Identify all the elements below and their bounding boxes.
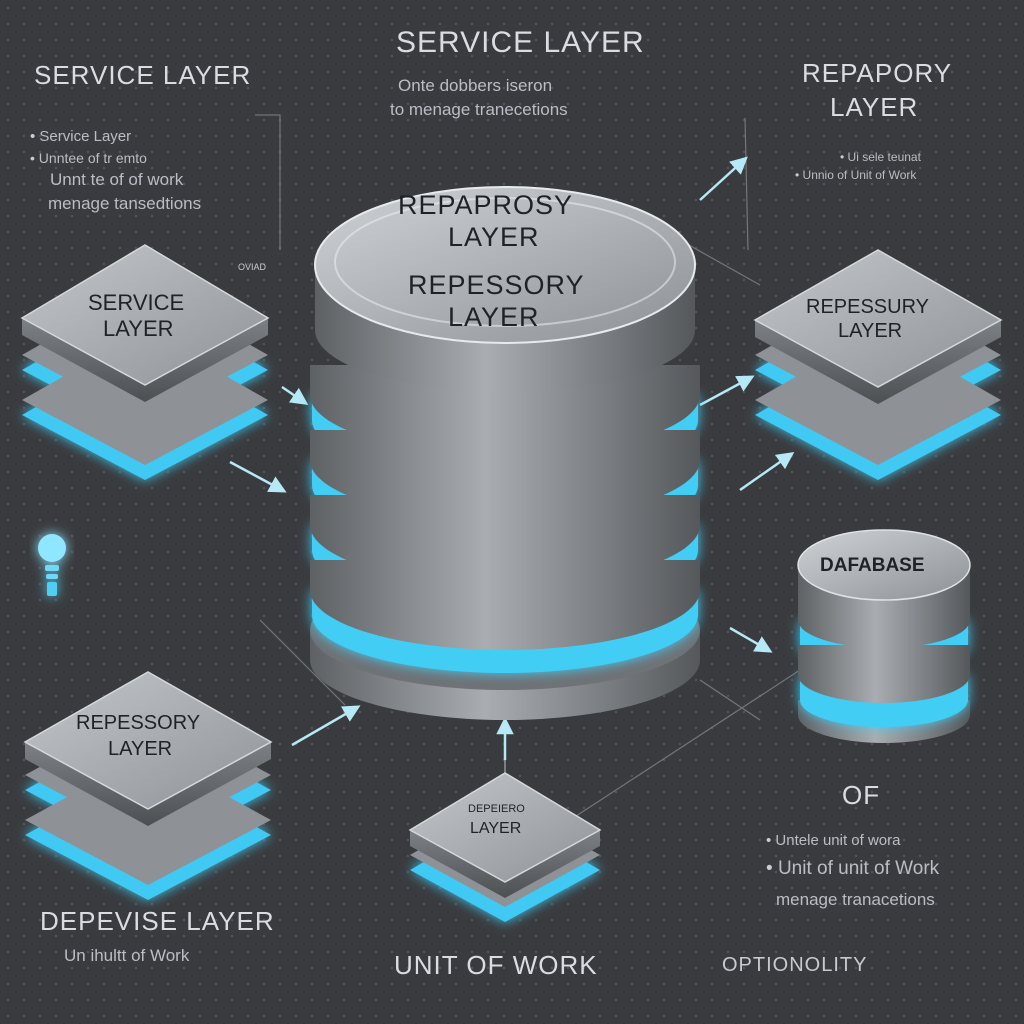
bottom-center-stack [408,772,602,922]
arrow-icon [699,156,748,201]
arrow-icon [291,705,361,747]
bottom-left-sub: Un ihultt of Work [64,946,190,965]
central-label-2: LAYER [448,222,540,252]
arrow-icon [281,385,309,405]
top-left-bullet-2: Unntee of tr emto [30,150,147,166]
central-cylinder [310,186,700,720]
arrows [229,156,795,760]
bottom-center-label-2: LAYER [470,820,522,837]
central-label-1: REPAPROSY [398,190,574,220]
top-right-bullet-2: Unnio of Unit of Work [795,168,917,182]
database-cylinder [797,529,971,743]
top-left-note-3: Unnt te of of work [50,170,184,189]
top-left-title: SERVICE LAYER [34,60,252,90]
top-right-title-line-2: LAYER [830,92,919,122]
arrow-icon [699,375,755,407]
top-center-note-1: Onte dobbers iseron [398,76,553,95]
bottom-left-title: DEPEVISE LAYER [40,906,275,936]
top-center-title: SERVICE LAYER [396,26,645,59]
bulb-icon [38,534,66,596]
top-left-note-4: menage tansedtions [48,194,202,213]
top-right-bullet-1: Ui sele teunat [840,150,921,164]
database-label: DAFABASE [820,555,925,576]
left-bottom-stack [23,671,273,900]
top-center-note-2: to menage tranecetions [390,100,568,119]
left-bottom-label-2: LAYER [108,738,173,760]
left-bottom-label-1: REPESSORY [76,712,201,734]
arrow-icon [739,451,795,492]
bottom-right-bullet-2: Unit of unit of Work [766,858,939,880]
arrow-icon [729,626,773,653]
left-top-label-2: LAYER [103,316,174,341]
right-top-label-1: REPESSURY [806,296,930,318]
left-small-tag: OVIAD [238,262,267,272]
top-right-title-line-1: REPAPORY [802,58,953,88]
bottom-center-title: UNIT OF WORK [394,950,598,980]
bottom-right-bullet-1: Untele unit of wora [766,832,900,849]
left-top-stack [20,244,270,480]
central-label-4: LAYER [448,302,540,332]
bottom-right-optional: OPTIONOLITY [722,954,868,976]
central-label-3: REPESSORY [408,270,585,300]
bottom-right-note-3: menage tranacetions [776,890,935,909]
arrow-icon [229,460,287,493]
left-top-label-1: SERVICE [88,290,185,315]
right-top-stack [753,249,1003,480]
right-top-label-2: LAYER [838,320,903,342]
top-left-bullet-1: Service Layer [30,128,131,145]
bottom-right-of: OF [842,780,881,810]
bottom-center-label-1: DEPEIERO [468,803,525,815]
